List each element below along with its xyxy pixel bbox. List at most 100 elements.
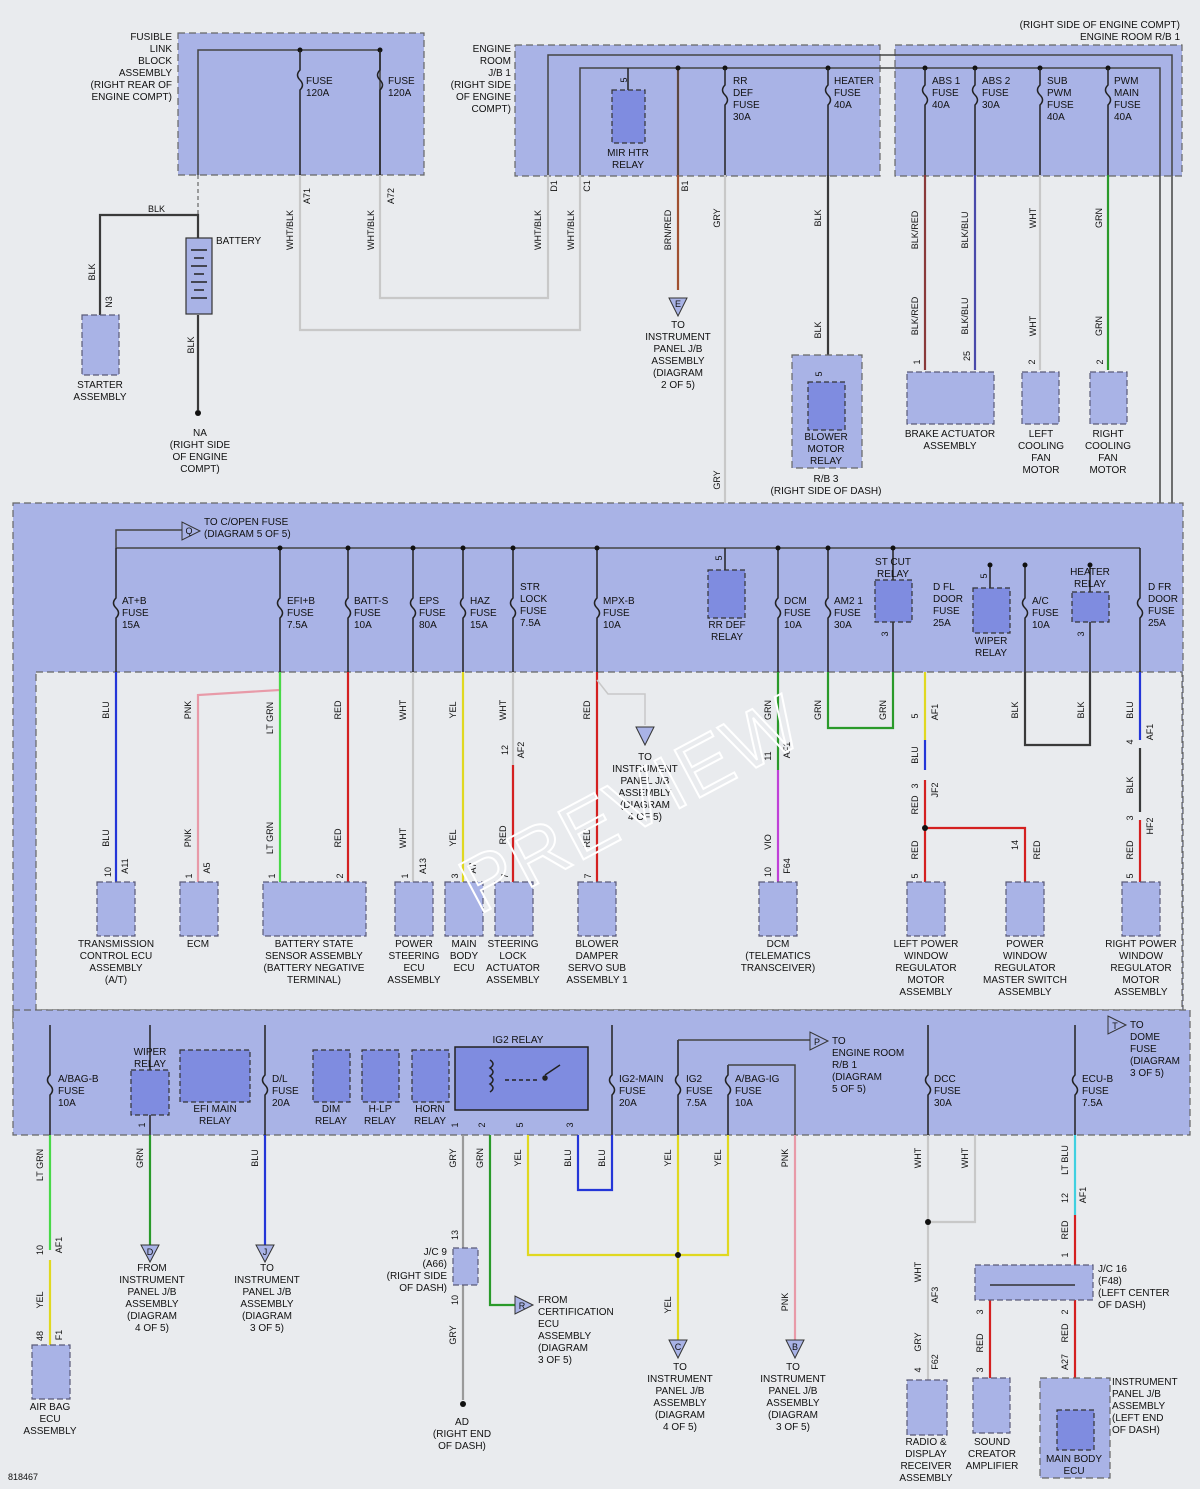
label-wires-ltgrn: LT GRN xyxy=(35,1149,45,1181)
label-pins-p2: 2 xyxy=(1095,359,1105,364)
label-pins-af1: AF1 xyxy=(930,704,940,721)
label-wires-yel: YEL xyxy=(713,1149,723,1166)
label-wires-blk: BLK xyxy=(1010,701,1020,718)
label-pins-a27: A27 xyxy=(1060,1354,1070,1370)
label-wires-grn: GRN xyxy=(1094,208,1104,228)
connector-mpx xyxy=(635,726,655,747)
connector-t xyxy=(1107,1015,1128,1035)
label-wires-red: RED xyxy=(910,795,920,815)
label-pins-p2: 2 xyxy=(1060,1309,1070,1314)
label-pins-af1: AF1 xyxy=(1145,724,1155,741)
label-top-rb3: R/B 3(RIGHT SIDE OF DASH) xyxy=(771,474,882,497)
main-body-ecu-bottom xyxy=(1056,1409,1095,1451)
label-wires-grn: GRN xyxy=(1094,316,1104,336)
efi-main-relay xyxy=(179,1049,251,1103)
wiper-relay-middle xyxy=(972,587,1011,634)
label-pins-p3: 3 xyxy=(975,1367,985,1372)
label-top-header: (RIGHT SIDE OF ENGINE COMPT)ENGINE ROOM … xyxy=(1020,20,1181,43)
label-pins-a72: A72 xyxy=(386,188,396,204)
wire-wht-dcc-2 xyxy=(928,1135,977,1224)
blower-motor-relay xyxy=(807,381,846,431)
label-pins-p1: 1 xyxy=(912,359,922,364)
heater-relay xyxy=(1071,591,1110,623)
label-pins-p14: 14 xyxy=(1010,840,1020,850)
middle-inner-area xyxy=(35,671,1183,1011)
label-pins-p2: 2 xyxy=(477,1122,487,1127)
label-wires-blk: BLK xyxy=(148,204,165,214)
label-pins-p3: 3 xyxy=(450,873,460,878)
transmission-control-ecu xyxy=(96,881,136,937)
label-pins-p5: 5 xyxy=(515,1122,525,1127)
label-wires-whtblk: WHT/BLK xyxy=(533,210,543,250)
label-wires-red: RED xyxy=(1125,840,1135,860)
label-wires-pnk: PNK xyxy=(780,1149,790,1168)
label-wires-yel: YEL xyxy=(448,701,458,718)
label-pins-p48: 48 xyxy=(35,1331,45,1341)
label-pins-jf2: JF2 xyxy=(930,782,940,797)
label-pins-f1: F1 xyxy=(54,1330,64,1341)
label-pins-p5: 5 xyxy=(1125,873,1135,878)
label-pins-p10: 10 xyxy=(103,867,113,877)
label-pins-p1: 1 xyxy=(267,873,277,878)
label-connectors-Q: Q xyxy=(185,526,192,536)
label-pins-p10: 10 xyxy=(35,1245,45,1255)
label-pins-p13: 13 xyxy=(450,1230,460,1240)
wire-wht-blk-a72 xyxy=(378,175,550,300)
label-wires-pnk: PNK xyxy=(183,829,193,848)
label-pins-hf2: HF2 xyxy=(1145,817,1155,834)
label-pins-p1: 1 xyxy=(137,1122,147,1127)
label-wires-wht: WHT xyxy=(1028,315,1038,336)
label-wires-pnk: PNK xyxy=(183,701,193,720)
label-pins-p5: 5 xyxy=(979,573,989,578)
blower-damper-servo xyxy=(577,881,617,937)
label-connectors-R: R xyxy=(519,1301,526,1311)
label-middle-to_copen: TO C/OPEN FUSE(DIAGRAM 5 OF 5) xyxy=(204,517,291,540)
label-pins-p1: 1 xyxy=(184,873,194,878)
label-pins-a7: A7 xyxy=(468,862,478,873)
label-wires-red: RED xyxy=(1060,1323,1070,1343)
label-pins-p11: 11 xyxy=(763,751,773,760)
label-pins-p7: 7 xyxy=(500,873,510,878)
label-wires-red: RED xyxy=(582,828,592,848)
connector-e xyxy=(668,297,688,318)
label-connectors-E: E xyxy=(675,299,681,309)
label-pins-af1: AF1 xyxy=(782,742,792,759)
label-pins-p3: 3 xyxy=(1125,815,1135,820)
label-pins-d1: D1 xyxy=(549,180,559,192)
steering-lock-actuator xyxy=(494,881,534,937)
label-diagram_id: 818467 xyxy=(8,1472,38,1482)
label-wires-red: RED xyxy=(333,700,343,720)
label-top-battery: BATTERY xyxy=(216,236,262,247)
label-wires-wht: WHT xyxy=(1028,207,1038,228)
label-wires-gry: GRY xyxy=(712,470,722,489)
label-wires-grn: GRN xyxy=(475,1148,485,1168)
ecm xyxy=(179,881,219,937)
label-pins-p10: 10 xyxy=(450,1295,460,1305)
label-wires-blu: BLU xyxy=(250,1149,260,1167)
label-pins-p12: 12 xyxy=(1060,1193,1070,1203)
connector-c xyxy=(668,1339,688,1360)
fuse-symbols-middle xyxy=(112,548,1144,672)
label-pins-a11: A11 xyxy=(120,858,130,873)
